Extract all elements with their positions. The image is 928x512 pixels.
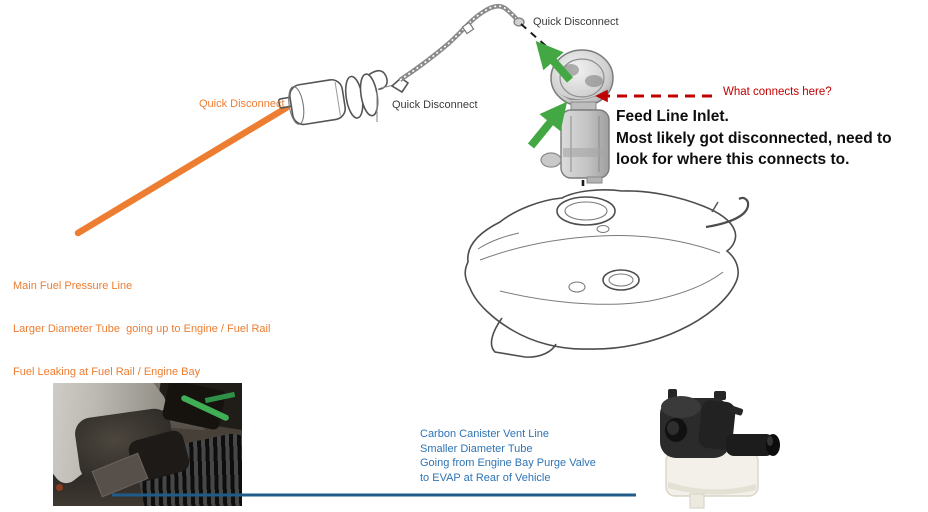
feed-note-line-1: Feed Line Inlet. [616, 108, 729, 125]
filter-outlet-elbow [390, 76, 410, 94]
fuel-tank-drawing [464, 189, 750, 358]
canister-drain-tab [689, 493, 705, 509]
pressure-note-line-3: Fuel Leaking at Fuel Rail / Engine Bay [13, 366, 201, 379]
main-fuel-pressure-line-note: Main Fuel Pressure Line Larger Diameter … [13, 250, 343, 408]
quick-disconnect-label-filter-outlet: Quick Disconnect [392, 99, 478, 111]
feed-note-line-2: Most likely got disconnected, need to [616, 129, 892, 147]
canister-right-port [726, 434, 774, 456]
filter-clamp-rings [344, 69, 388, 119]
fuel-tube-drawing [398, 3, 525, 82]
vent-note-line-4: to EVAP at Rear of Vehicle [420, 471, 551, 484]
feed-line-inlet-note: Feed Line Inlet. Most likely got disconn… [616, 106, 928, 171]
vent-note-line-3: Going from Engine Bay Purge Valve [420, 457, 596, 470]
engine-bay-purge-valve-photo [53, 383, 242, 506]
pressure-note-line-2: Larger Diameter Tube going up to Engine … [13, 323, 271, 336]
tank-pump-opening [556, 196, 616, 226]
carbon-canister-vent-line-note: Carbon Canister Vent Line Smaller Diamet… [420, 427, 660, 485]
fuel-pump-module-drawing [540, 49, 614, 184]
tube-clip [461, 21, 475, 35]
red-dot-detail [56, 484, 63, 491]
green-arrow-to-quick-disconnect [535, 40, 574, 83]
tank-strap [490, 317, 557, 358]
quick-disconnect-label-filter-inlet: Quick Disconnect [199, 98, 285, 110]
fuel-filter-drawing [277, 69, 410, 126]
pressure-note-line-1: Main Fuel Pressure Line [13, 279, 133, 292]
feed-note-line-3: look for where this connects to. [616, 151, 850, 168]
main-fuel-pressure-line-arrow [74, 104, 290, 237]
evap-canister-photo [660, 389, 780, 509]
tank-outline [464, 189, 739, 350]
what-connects-here-label: What connects here? [723, 86, 832, 98]
vent-note-line-2: Smaller Diameter Tube [420, 442, 533, 455]
tank-vent-hose [705, 196, 750, 229]
quick-disconnect-label-top: Quick Disconnect [533, 16, 619, 28]
vent-note-line-1: Carbon Canister Vent Line [420, 428, 550, 440]
green-arrow-to-feed-inlet [527, 101, 568, 149]
